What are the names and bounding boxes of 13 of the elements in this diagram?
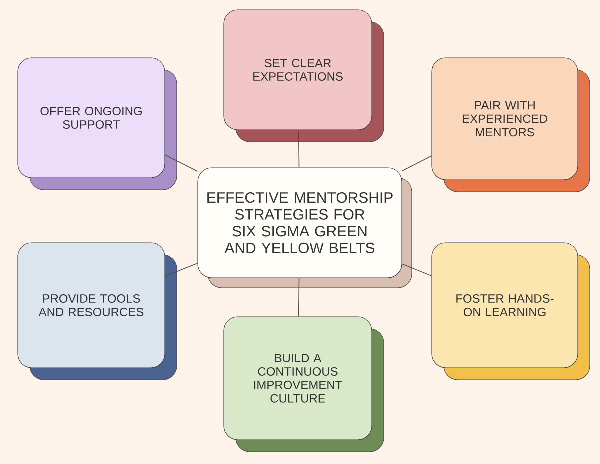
strategy-box: SET CLEAR EXPECTATIONS <box>224 10 384 142</box>
connector-line <box>402 264 432 276</box>
strategy-box: PAIR WITH EXPERIENCED MENTORS <box>432 58 590 192</box>
strategy-box: PROVIDE TOOLS AND RESOURCES <box>18 242 178 380</box>
connector-line <box>164 154 198 172</box>
title-box: EFFECTIVE MENTORSHIP STRATEGIES FOR SIX SIGMA GREEN AND YELLOW BELTS <box>198 168 412 288</box>
strategy-box: OFFER ONGOING SUPPORT <box>18 58 178 190</box>
strategy-box: BUILD A CONTINUOUS IMPROVEMENT CULTURE <box>224 316 384 452</box>
connector-line <box>298 130 300 168</box>
connector-line <box>298 278 300 318</box>
connector-line <box>164 263 198 277</box>
connector-line <box>402 156 432 172</box>
strategy-box: FOSTER HANDS-ON LEARNING <box>432 242 590 380</box>
